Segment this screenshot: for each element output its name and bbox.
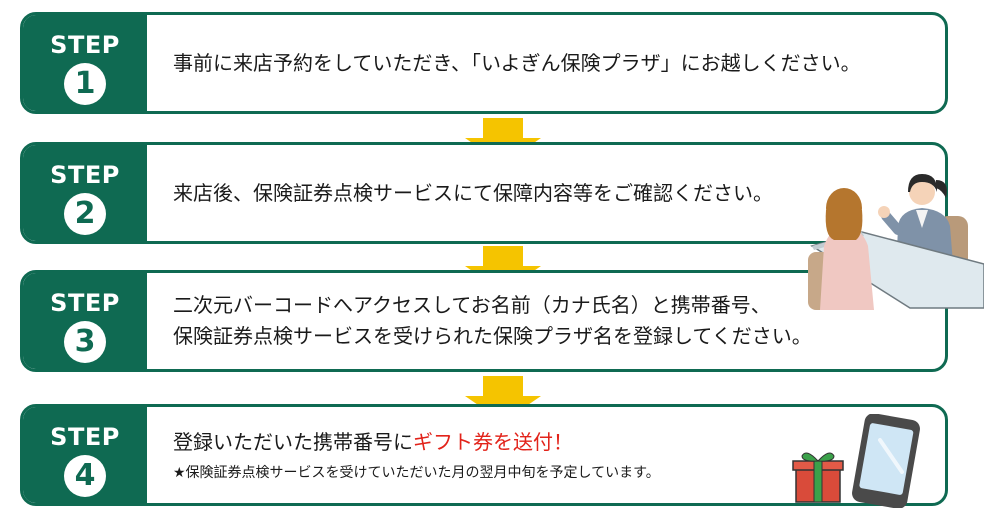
step-4-line-1-prefix: 登録いただいた携帯番号に bbox=[173, 429, 413, 454]
step-4-label: STEP bbox=[50, 423, 120, 451]
step-4-line-1: 登録いただいた携帯番号にギフト券を送付！ bbox=[173, 427, 925, 458]
step-2-label: STEP bbox=[50, 161, 120, 189]
step-2-text: 来店後、保険証券点検サービスにて保障内容等をご確認ください。 bbox=[173, 145, 925, 241]
step-3: STEP 3 二次元バーコードへアクセスしてお名前（カナ氏名）と携帯番号、 保険… bbox=[20, 270, 948, 372]
down-arrow-icon bbox=[465, 118, 541, 164]
down-arrow-icon bbox=[465, 376, 541, 422]
step-3-line-1: 二次元バーコードへアクセスしてお名前（カナ氏名）と携帯番号、 bbox=[173, 293, 771, 317]
step-1-text: 事前に来店予約をしていただき、「いよぎん保険プラザ」にお越しください。 bbox=[173, 15, 925, 111]
step-4: STEP 4 登録いただいた携帯番号にギフト券を送付！ ★保険証券点検サービスを… bbox=[20, 404, 948, 506]
step-3-text: 二次元バーコードへアクセスしてお名前（カナ氏名）と携帯番号、 保険証券点検サービ… bbox=[173, 273, 925, 369]
step-1-line-1: 事前に来店予約をしていただき、「いよぎん保険プラザ」にお越しください。 bbox=[173, 50, 861, 75]
gift-box-icon bbox=[792, 452, 844, 503]
step-3-label: STEP bbox=[50, 289, 120, 317]
step-2-number: 2 bbox=[64, 193, 106, 235]
step-2-badge: STEP 2 bbox=[23, 145, 147, 241]
step-4-note: ★保険証券点検サービスを受けていただいた月の翌月中旬を予定しています。 bbox=[173, 464, 660, 481]
step-2-line-1: 来店後、保険証券点検サービスにて保障内容等をご確認ください。 bbox=[173, 180, 773, 205]
step-4-badge: STEP 4 bbox=[23, 407, 147, 503]
step-3-badge: STEP 3 bbox=[23, 273, 147, 369]
step-4-text: 登録いただいた携帯番号にギフト券を送付！ ★保険証券点検サービスを受けていただい… bbox=[173, 407, 925, 503]
step-4-number: 4 bbox=[64, 455, 106, 497]
step-2: STEP 2 来店後、保険証券点検サービスにて保障内容等をご確認ください。 bbox=[20, 142, 948, 244]
consultation-illustration bbox=[808, 174, 984, 310]
step-1-badge: STEP 1 bbox=[23, 15, 147, 111]
gift-highlight: ギフト券を送付！ bbox=[413, 429, 573, 454]
step-1-number: 1 bbox=[64, 63, 106, 105]
step-3-number: 3 bbox=[64, 321, 106, 363]
step-1-label: STEP bbox=[50, 31, 120, 59]
down-arrow-icon bbox=[465, 246, 541, 292]
step-3-line-2: 保険証券点検サービスを受けられた保険プラザ名を登録してください。 bbox=[173, 324, 812, 348]
step-1: STEP 1 事前に来店予約をしていただき、「いよぎん保険プラザ」にお越しくださ… bbox=[20, 12, 948, 114]
smartphone-icon bbox=[852, 414, 920, 508]
